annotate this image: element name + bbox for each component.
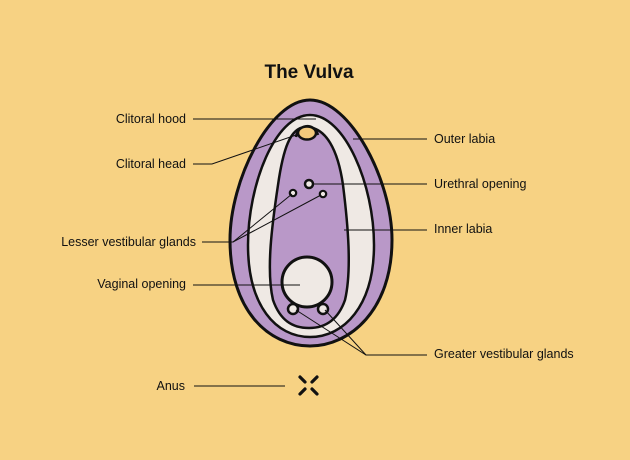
label-anus: Anus <box>156 379 186 393</box>
label-clitoral-head: Clitoral head <box>115 157 186 171</box>
label-lesser-vestibular-glands: Lesser vestibular glands <box>61 235 196 249</box>
leader-lesser-glands-2 <box>202 194 322 243</box>
urethral-opening <box>303 178 315 190</box>
anus-mark <box>298 375 319 396</box>
vaginal-opening <box>280 255 334 309</box>
leader-clitoral-head <box>193 133 300 165</box>
greater-vestibular-gland-left <box>286 302 300 316</box>
label-outer-labia: Outer labia <box>434 132 496 146</box>
label-urethral-opening: Urethral opening <box>434 177 527 191</box>
leader-greater-glands-2 <box>324 309 427 356</box>
label-inner-labia: Inner labia <box>434 222 493 236</box>
label-greater-vestibular-glands: Greater vestibular glands <box>434 347 574 361</box>
label-clitoral-hood: Clitoral hood <box>115 112 186 126</box>
greater-vestibular-gland-right <box>316 302 330 316</box>
clitoral-head <box>296 125 318 141</box>
label-vaginal-opening: Vaginal opening <box>97 277 186 291</box>
lesser-vestibular-gland-right <box>318 189 328 199</box>
diagram-title: The Vulva <box>264 62 354 83</box>
